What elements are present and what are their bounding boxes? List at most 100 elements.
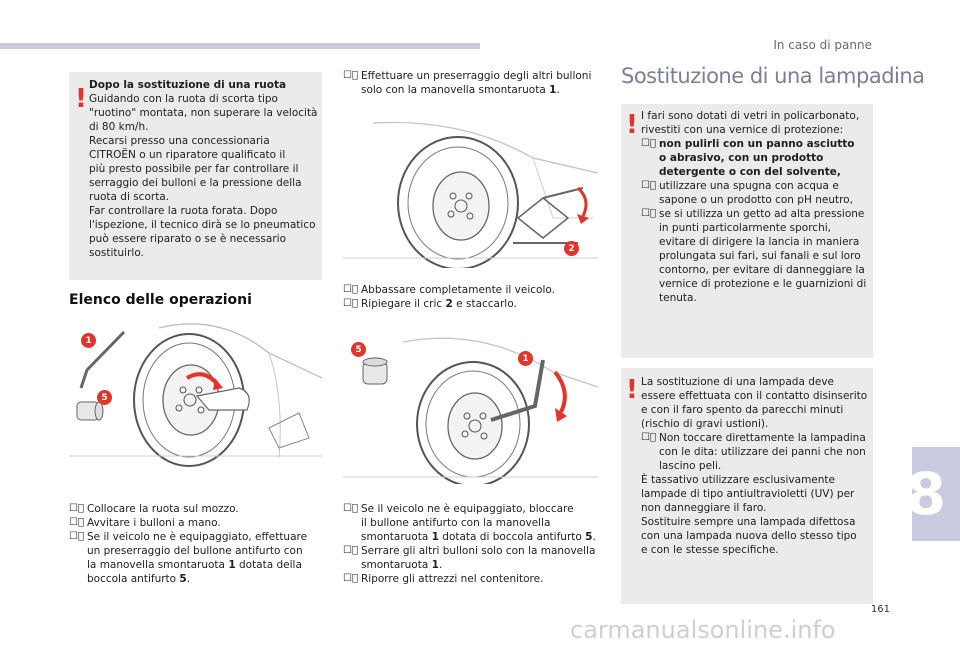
bullet-line: detergente o con del solvente, <box>659 166 841 178</box>
check-box-icon: ☐ <box>69 503 78 514</box>
bullet-no-touch: ☐ Non toccare direttamente la lampadina … <box>641 431 873 473</box>
check-box-icon: ☐ <box>343 573 352 584</box>
warning-line: può essere riparato o se è necessario <box>89 233 286 245</box>
page-number: 161 <box>870 604 890 615</box>
step-antitheft-pretighten: ☐ Se il veicolo ne è equipaggiato, effet… <box>69 530 322 586</box>
step-text: dotata della <box>235 559 302 571</box>
step-text: Se il veicolo ne è equipaggiato, bloccar… <box>361 503 574 515</box>
bullet-high-pressure: ☐ se si utilizza un getto ad alta pressi… <box>641 207 873 305</box>
operations-steps: ☐ Collocare la ruota sul mozzo. ☐ Avvitare… <box>69 502 322 586</box>
step-text: il bullone antifurto con la manovella <box>361 517 551 529</box>
check-box-icon: ☐ <box>343 503 352 514</box>
bullet-line: se si utilizza un getto ad alta pression… <box>659 208 865 220</box>
lamp-section-title: Sostituzione di una lampadina <box>621 64 925 88</box>
outro-line: e con le stesse specifiche. <box>641 544 779 556</box>
intro-line: essere effettuata con il contatto disins… <box>641 390 868 402</box>
callout-5: 5 <box>97 390 112 405</box>
bullet-line: prolungata sui fari, sui fanali e sul lo… <box>659 250 861 262</box>
ref-number: 1 <box>431 559 439 571</box>
intro-line: I fari sono dotati di vetri in policarbo… <box>641 110 860 122</box>
intro-line: La sostituzione di una lampada deve <box>641 376 835 388</box>
warning-lines: Guidando con la ruota di scorta tipo "ruo… <box>89 92 321 260</box>
warning-line: CITROËN o un riparatore qualificato il <box>89 149 286 161</box>
check-box-icon: ☐ <box>343 284 352 295</box>
ref-number: 2 <box>445 298 453 310</box>
bullet-line: sapone o un prodotto con pH neutro, <box>659 194 853 206</box>
check-box-icon: ☐ <box>641 180 650 191</box>
outro-line: con una lampada nuova dello stesso tipo <box>641 530 857 542</box>
bullet-line: con le dita: utilizzare dei panni che no… <box>659 446 866 458</box>
check-box-icon: ☐ <box>343 545 352 556</box>
intro-line: e con il faro spento da parecchi minuti <box>641 404 844 416</box>
step-lower-vehicle: ☐ Abbassare completamente il veicolo. <box>343 283 605 297</box>
bullet-line: non pulirli con un panno asciutto <box>659 138 855 150</box>
step-text: boccola antifurto <box>87 573 180 585</box>
step-fold-jack: ☐Ripiegare il cric 2 e staccarlo. <box>343 297 605 311</box>
warning-box-bulb: ! La sostituzione di una lampada deve es… <box>621 368 873 604</box>
step-text: un preserraggio del bullone antifurto co… <box>87 545 303 557</box>
step-text: . <box>592 531 596 543</box>
check-box-icon: ☐ <box>641 432 650 443</box>
check-box-icon: ☐ <box>641 208 650 219</box>
outro-line: lampade di tipo antiultravioletti (UV) p… <box>641 488 855 500</box>
step-text: Collocare la ruota sul mozzo. <box>87 503 239 515</box>
step-hand-tighten: ☐ Avvitare i bulloni a mano. <box>69 516 322 530</box>
step-place-wheel: ☐ Collocare la ruota sul mozzo. <box>69 502 322 516</box>
exclamation-mark-icon: ! <box>626 375 638 405</box>
bullet-sponge: ☐ utilizzare una spugna con acqua e sapo… <box>641 179 873 207</box>
step-text: . <box>186 573 191 585</box>
step-text: smontaruota <box>361 531 432 543</box>
callout-1-b: 1 <box>518 351 533 366</box>
callout-1: 1 <box>81 333 96 348</box>
chapter-tab <box>912 447 960 541</box>
bullet-no-dry-cloth: ☐ non pulirli con un panno asciutto o ab… <box>641 137 873 179</box>
warning-box-headlamps: ! I fari sono dotati di vetri in policar… <box>621 104 873 358</box>
warning-line: Far controllare la ruota forata. Dopo <box>89 205 278 217</box>
step-pretighten-others: ☐ Effettuare un preserraggio degli altri… <box>343 69 605 97</box>
middle-mid-steps: ☐ Abbassare completamente il veicolo. ☐Ri… <box>343 283 605 311</box>
step-text: . <box>438 559 443 571</box>
check-box-icon: ☐ <box>69 517 78 528</box>
headlamp-text: I fari sono dotati di vetri in policarbo… <box>641 109 873 305</box>
step-text: e staccarlo. <box>452 298 517 310</box>
middle-bottom-steps: ☐ Se il veicolo ne è equipaggiato, blocc… <box>343 502 605 586</box>
bullet-line: vernice di protezione e le guarnizioni d… <box>659 278 867 290</box>
exclamation-mark-icon: ! <box>626 110 638 140</box>
step-text: Abbassare completamente il veicolo. <box>361 284 555 296</box>
bullet-line: tenuta. <box>659 292 697 304</box>
step-text: Serrare gli altri bulloni solo con la ma… <box>361 545 596 557</box>
step-text: solo con la manovella smontaruota <box>361 84 550 96</box>
step-text: Avvitare i bulloni a mano. <box>87 517 221 529</box>
warning-line: Guidando con la ruota di scorta tipo <box>89 93 278 105</box>
step-text: dotata di boccola antifurto <box>438 531 586 543</box>
step-text: Se il veicolo ne è equipaggiato, effettu… <box>87 531 308 543</box>
bulb-text: La sostituzione di una lampada deve esse… <box>641 375 873 557</box>
warning-line: di 80 km/h. <box>89 121 149 133</box>
bullet-line: lascino peli. <box>659 460 722 472</box>
step-text: la manovella smontaruota <box>87 559 229 571</box>
warning-line: "ruotino" montata, non superare la veloc… <box>89 107 318 119</box>
step-text: Effettuare un preserraggio degli altri b… <box>361 70 592 82</box>
step-text: Riporre gli attrezzi nel contenitore. <box>361 573 544 585</box>
check-box-icon: ☐ <box>641 138 650 149</box>
operations-heading: Elenco delle operazioni <box>69 292 252 308</box>
wrench-tighten-illustration <box>343 337 598 484</box>
ref-number: 1 <box>549 84 557 96</box>
wheel-bolt-illustration <box>69 323 322 467</box>
warning-box-wheel: ! Dopo la sostituzione di una ruota Guid… <box>69 72 322 280</box>
step-lock-antitheft: ☐ Se il veicolo ne è equipaggiato, blocc… <box>343 502 605 544</box>
warning-line: sostituirlo. <box>89 247 144 259</box>
header-rule <box>0 43 480 49</box>
warning-line: serraggio dei bulloni e la pressione del… <box>89 177 302 189</box>
callout-5-b: 5 <box>351 342 366 357</box>
ref-number: 5 <box>179 573 187 585</box>
outro-line: non danneggiare il faro. <box>641 502 767 514</box>
ref-number: 1 <box>228 559 236 571</box>
check-box-icon: ☐ <box>343 298 352 309</box>
step-text: smontaruota <box>361 559 432 571</box>
section-title: In caso di panne <box>773 38 872 52</box>
step-text: . <box>556 84 560 96</box>
watermark: carmanualsonline.info <box>570 616 836 644</box>
step-store-tools: ☐ Riporre gli attrezzi nel contenitore. <box>343 572 605 586</box>
outro-line: È tassativo utilizzare esclusivamente <box>641 474 836 486</box>
